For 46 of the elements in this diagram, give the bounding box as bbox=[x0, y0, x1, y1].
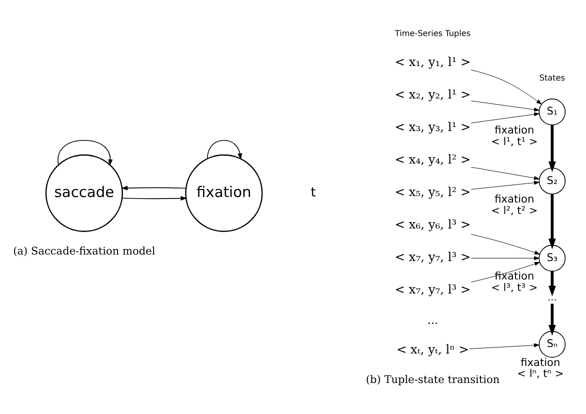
node-label: fixation bbox=[494, 124, 534, 136]
node-text: < x₆, y₆, l³ > bbox=[394, 218, 471, 232]
label: ... bbox=[427, 312, 438, 327]
arrow bbox=[548, 271, 556, 296]
node-label: < l³, t³ > bbox=[491, 282, 538, 294]
label: t bbox=[310, 185, 316, 200]
arrow bbox=[470, 70, 542, 104]
arrow bbox=[58, 140, 113, 166]
arrow bbox=[122, 196, 188, 201]
arrow bbox=[548, 125, 556, 172]
node-text: < x₂, y₂, l¹ > bbox=[394, 88, 471, 102]
node-circle: S₂ bbox=[538, 168, 566, 194]
node-label: fixation bbox=[494, 270, 534, 283]
arrow bbox=[548, 304, 556, 336]
arrow bbox=[470, 112, 540, 124]
arrow bbox=[470, 100, 540, 112]
node-circle: S₃ bbox=[538, 244, 566, 272]
label: (a) Saccade-fixation model bbox=[13, 245, 156, 258]
arrow bbox=[548, 194, 556, 250]
arrow bbox=[470, 256, 540, 260]
label: Time-Series Tuples bbox=[394, 28, 471, 38]
node-circle: saccade bbox=[45, 154, 123, 232]
arrow bbox=[470, 262, 540, 282]
node-text: ... bbox=[548, 292, 557, 304]
node-circle: Sₙ bbox=[538, 330, 566, 358]
label: States bbox=[539, 72, 566, 83]
node-circle: S₁ bbox=[538, 98, 566, 126]
node-label: < l¹, t¹ > bbox=[491, 136, 538, 148]
node-text: < x₃, y₃, l¹ > bbox=[394, 120, 471, 134]
label: (b) Tuple-state transition bbox=[366, 374, 500, 386]
node-label: < lⁿ, tⁿ > bbox=[517, 368, 564, 380]
node-text: < x₇, y₇, l³ > bbox=[394, 282, 471, 297]
arrow bbox=[206, 140, 242, 160]
node-label: fixation bbox=[520, 356, 560, 369]
arrow bbox=[470, 166, 540, 180]
node-text: < x₇, y₇, l³ > bbox=[394, 250, 471, 264]
arrow bbox=[121, 186, 186, 190]
node-text: < x₅, y₅, l² > bbox=[394, 185, 471, 200]
node-label: fixation bbox=[494, 193, 534, 206]
node-text: < x₄, y₄, l² > bbox=[394, 152, 471, 167]
arrow bbox=[469, 343, 540, 350]
node-text: < x₁, y₁, l¹ > bbox=[394, 55, 471, 70]
node-text: < xₜ, yₜ, lⁿ > bbox=[396, 342, 470, 357]
arrow bbox=[470, 180, 540, 190]
node-label: < l², t² > bbox=[491, 204, 538, 217]
arrow bbox=[470, 234, 540, 254]
